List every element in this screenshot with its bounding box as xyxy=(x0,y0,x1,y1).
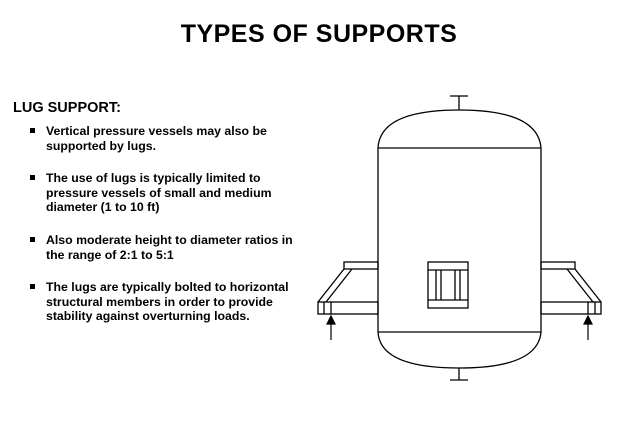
vessel-bottom-head xyxy=(377,331,542,369)
left-load-arrowhead xyxy=(326,314,336,325)
bullet-item: The lugs are typically bolted to horizon… xyxy=(30,280,305,324)
right-lug-gusset xyxy=(574,268,602,303)
right-lug-plate xyxy=(540,261,576,270)
bullet-list: Vertical pressure vessels may also be su… xyxy=(30,124,305,342)
left-lug-plate xyxy=(343,261,379,270)
section-heading: LUG SUPPORT: xyxy=(13,100,121,116)
left-lug-base xyxy=(317,301,379,315)
right-lug-gusset-inner xyxy=(566,268,594,303)
bullet-item: The use of lugs is typically limited to … xyxy=(30,171,305,215)
right-load-arrowhead xyxy=(583,314,593,325)
right-lug-base xyxy=(540,301,602,315)
left-lug-gusset xyxy=(317,268,345,303)
manway-frame xyxy=(427,261,469,309)
bullet-item: Vertical pressure vessels may also be su… xyxy=(30,124,305,153)
left-lug-gusset-inner xyxy=(325,268,353,303)
vessel-top-head xyxy=(377,109,542,149)
bullet-item: Also moderate height to diameter ratios … xyxy=(30,233,305,262)
slide-title: TYPES OF SUPPORTS xyxy=(180,20,458,48)
